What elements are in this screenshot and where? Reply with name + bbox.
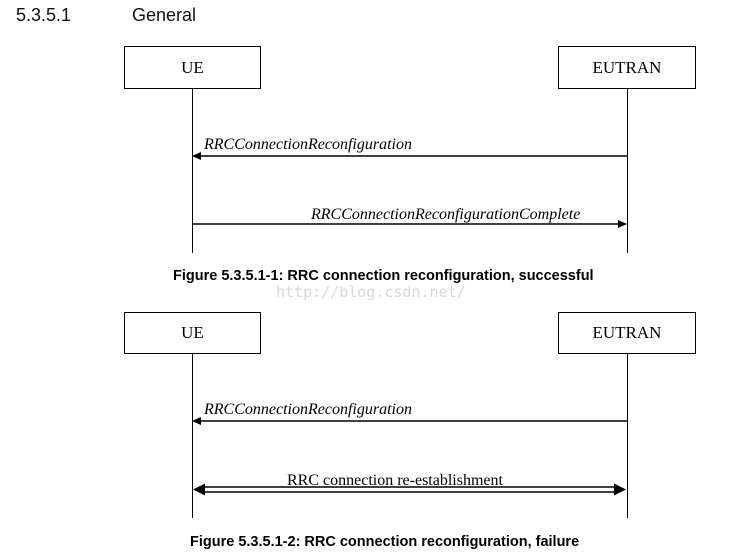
fig1-msg2-arrowhead: [618, 220, 627, 228]
section-number: 5.3.5.1: [16, 5, 72, 25]
fig2-msg2-arrowhead-left: [193, 483, 205, 496]
fig2-eutran-box: EUTRAN: [558, 312, 696, 354]
fig2-msg2-arrowhead-right: [614, 483, 626, 496]
fig2-eutran-label: EUTRAN: [592, 323, 662, 342]
fig1-eutran-lifeline: [627, 89, 628, 253]
fig2-msg1-arrowhead: [192, 417, 201, 425]
fig1-ue-box: UE: [124, 46, 261, 89]
fig1-msg2-label: RRCConnectionReconfigurationComplete: [311, 206, 581, 223]
fig2-eutran-lifeline: [627, 354, 628, 518]
fig2-ue-lifeline: [192, 354, 193, 518]
fig2-ue-label: UE: [181, 323, 204, 342]
fig1-eutran-box: EUTRAN: [558, 46, 696, 89]
fig2-caption: Figure 5.3.5.1-2: RRC connection reconfi…: [190, 534, 580, 550]
fig2-msg2-label: RRC connection re-establishment: [287, 472, 503, 489]
fig2-msg1-label: RRCConnectionReconfiguration: [204, 401, 412, 418]
watermark-text: http://blog.csdn.net/: [276, 283, 466, 301]
fig2-ue-box: UE: [124, 312, 261, 354]
fig1-msg1-arrowhead: [192, 152, 201, 160]
fig1-ue-label: UE: [181, 57, 204, 77]
fig1-caption: Figure 5.3.5.1-1: RRC connection reconfi…: [173, 268, 594, 284]
fig1-ue-lifeline: [192, 89, 193, 253]
fig1-msg1-label: RRCConnectionReconfiguration: [204, 136, 412, 153]
section-title: General: [132, 5, 197, 25]
fig1-eutran-label: EUTRAN: [592, 57, 662, 77]
